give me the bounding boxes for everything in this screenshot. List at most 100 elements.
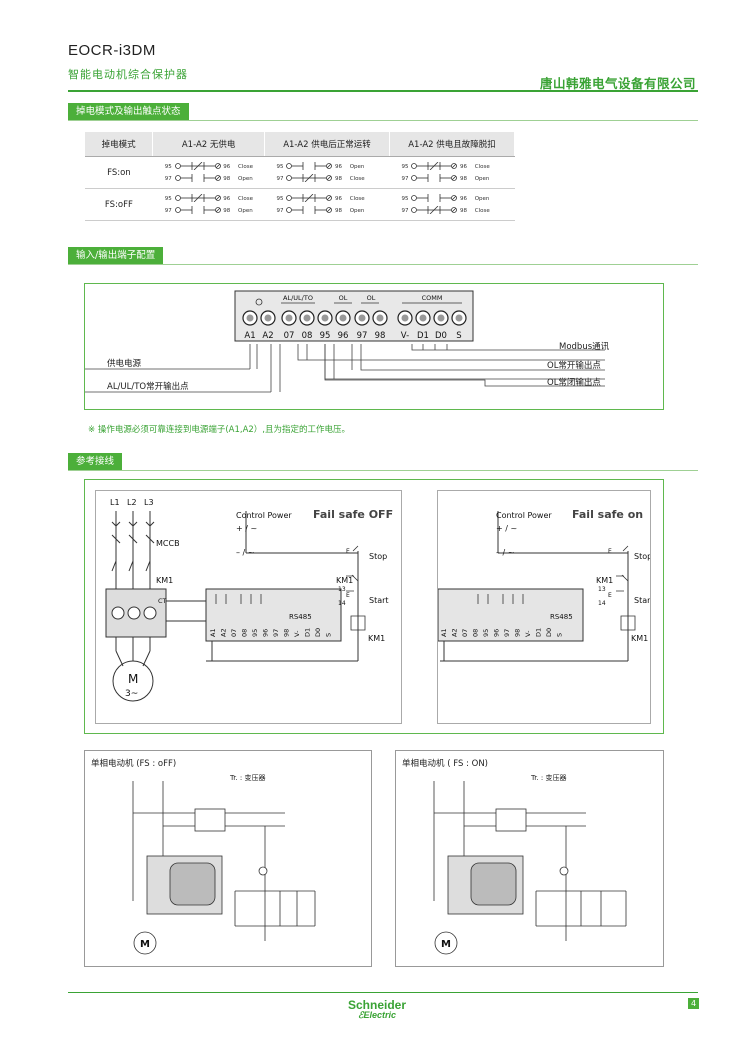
mode-cell: FS:on [85, 156, 153, 189]
contact-line: 97 98 Open [276, 205, 388, 217]
terminal-label: 96 [338, 331, 349, 341]
wiring-terminal-label: D1 [304, 628, 312, 637]
wiring-terminal-label: 07 [461, 629, 469, 637]
contact-terminal-a: 95 [164, 195, 172, 202]
wiring-terminal-label: A2 [451, 628, 459, 637]
contact-line: 97 98 Open [165, 173, 264, 185]
wiring-terminal-label: A1 [440, 628, 448, 637]
header-rule [68, 90, 698, 92]
wiring-terminal-label: 97 [503, 629, 511, 637]
contact-terminal-b: 98 [334, 175, 342, 182]
contact-terminal-a: 95 [276, 163, 284, 170]
contact-terminal-a: 97 [276, 175, 284, 182]
contact-terminal-a: 97 [164, 207, 172, 214]
wiring-terminal-label: S [556, 633, 564, 637]
fs-off-title: Fail safe OFF [313, 508, 393, 521]
power-note: ※ 操作电源必须可靠连接到电源端子(A1,A2）,且为指定的工作电压。 [88, 425, 350, 435]
terminal-label: S [456, 331, 461, 341]
km1-coil-label: KM1 [368, 634, 385, 643]
terminal-screw-core [437, 314, 445, 322]
wiring-terminal-label: 08 [241, 629, 249, 637]
wiring-terminal-label: 95 [482, 629, 490, 637]
footer-rule [68, 992, 698, 993]
wiring-terminal-label: D1 [535, 628, 543, 637]
wiring-terminal-label: A2 [220, 628, 228, 637]
rs485-label: RS485 [289, 613, 312, 621]
contact-terminal-a: 95 [401, 163, 409, 170]
transformer-label-right: Tr. : 变压器 [531, 774, 567, 782]
wiring-reference-box: L1 L2 L3 MCCB KM1 CT M 3~ Control Power … [84, 479, 664, 734]
contact-terminal-a: 97 [401, 207, 409, 214]
terminal-label: D1 [417, 331, 429, 341]
section-tag-wiring: 参考接线 [68, 453, 123, 470]
col-header-normal: A1-A2 供电后正常运转 [264, 132, 390, 157]
wiring-terminal-label: 95 [251, 629, 259, 637]
fs-on-title: Fail safe on [572, 508, 643, 521]
wiring-terminal-label: D0 [314, 628, 322, 637]
contact-line: 95 96 Close [165, 161, 264, 173]
wiring-terminal-label: 08 [472, 629, 480, 637]
wiring-diagram-fs-on: Control Power + / ~ – / ~ Fail safe on S… [437, 490, 654, 724]
terminal-label: 97 [357, 331, 368, 341]
plus-label-on: + / ~ [496, 524, 517, 533]
minus-label: – / ~ [236, 548, 254, 557]
callout-modbus: Modbus通讯 [559, 342, 610, 352]
contact-line: 95 96 Close [276, 193, 388, 205]
wiring-terminal-label: S [325, 633, 333, 637]
start-label-on: Start [634, 596, 650, 605]
single-phase-fs-on-title: 单相电动机 ( FS : ON) [402, 759, 488, 769]
motor-label: M [128, 672, 138, 686]
km1-coil-label-on: KM1 [631, 634, 648, 643]
terminal-screw-core [339, 314, 347, 322]
contact-state: Open [349, 163, 365, 170]
contact-terminal-b: 98 [223, 175, 231, 182]
callout-al-output: AL/UL/TO常开输出点 [107, 382, 189, 392]
terminal-label: 07 [284, 331, 295, 341]
section-tag-power-mode: 掉电模式及输出触点状态 [68, 103, 189, 120]
minus-label-on: – / ~ [496, 548, 514, 557]
wiring-terminal-label: 98 [283, 629, 291, 637]
wiring-terminal-label: 96 [262, 629, 270, 637]
contact-terminal-a: 97 [401, 175, 409, 182]
page-title: EOCR-i3DM [68, 42, 156, 59]
col-header-mode: 掉电模式 [85, 132, 154, 157]
rs485-label-on: RS485 [550, 613, 573, 621]
e-start-label: E [346, 592, 350, 599]
mccb-label: MCCB [156, 539, 180, 548]
contact-line: 97 98 Close [276, 173, 388, 185]
terminal-screw-core [285, 314, 293, 322]
contact-state: Open [474, 195, 490, 202]
contact-terminal-b: 96 [334, 163, 342, 170]
km1-main-label: KM1 [156, 576, 173, 585]
contact-line: 95 96 Close [165, 193, 264, 205]
contact-state: Open [349, 207, 365, 214]
terminal-label: 08 [302, 331, 313, 341]
open-contact-icon [286, 206, 333, 214]
page-number: 4 [688, 998, 699, 1009]
single-phase-fs-off: 单相电动机 (FS : oFF) Tr. : 变压器 M [84, 750, 372, 967]
terminal-screw-core [376, 314, 384, 322]
terminal-label: 98 [375, 331, 386, 341]
callout-power: 供电电源 [107, 359, 142, 369]
company-name: 唐山韩雅电气设备有限公司 [539, 76, 696, 91]
closed-contact-icon [286, 193, 333, 203]
open-contact-icon [174, 174, 221, 182]
contact-state: Close [238, 195, 253, 202]
contact-state: Close [349, 175, 365, 182]
terminal-screw-core [419, 314, 427, 322]
contact-terminal-b: 96 [459, 195, 467, 202]
mode-cell: FS:oFF [85, 188, 153, 221]
contact-terminal-a: 95 [401, 195, 409, 202]
motor-label-left: M [140, 939, 150, 950]
contact-terminal-b: 96 [223, 163, 231, 170]
contact-terminal-a: 97 [276, 207, 284, 214]
start-label: Start [369, 596, 389, 605]
terminal-group-label: COMM [422, 294, 443, 302]
terminal-label: 95 [320, 331, 331, 341]
callout-ol-no: OL常开输出点 [547, 361, 601, 371]
